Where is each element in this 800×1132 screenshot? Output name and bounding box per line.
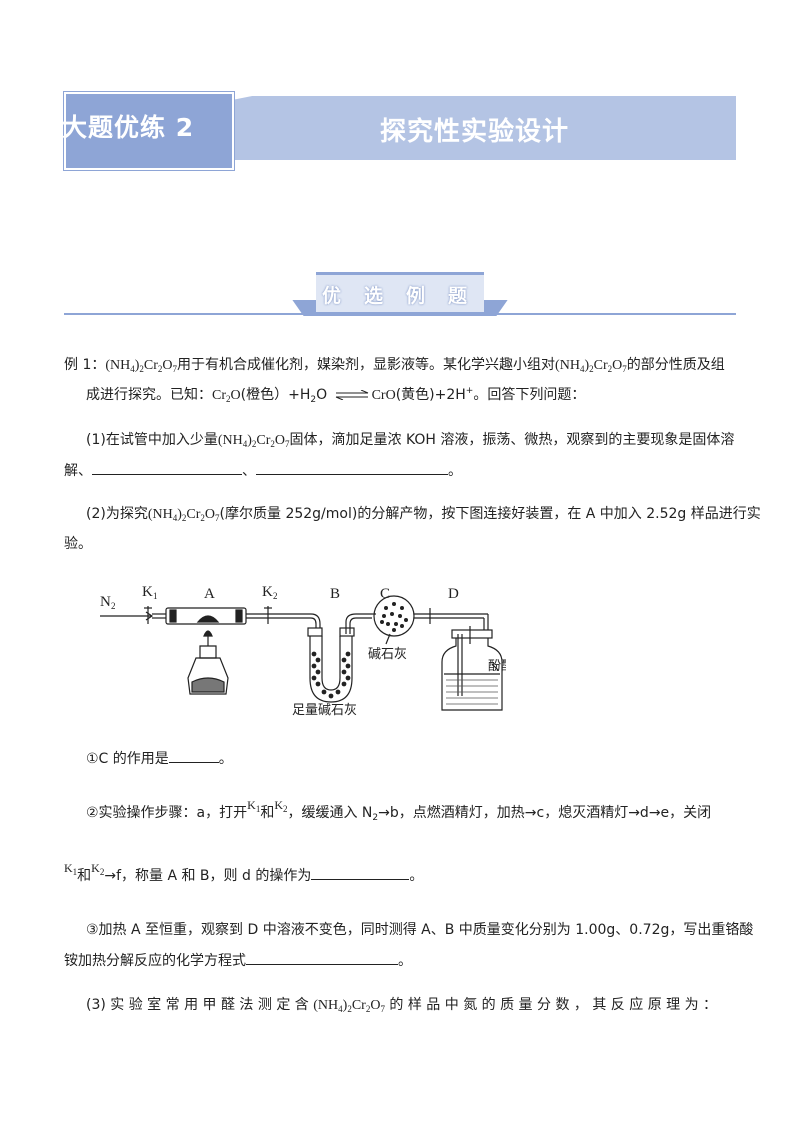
answer-blank-4[interactable] [311,865,410,880]
formula-k2: K2 [91,861,105,877]
label-soda-lime: 碱石灰 [368,647,407,662]
answer-blank-3[interactable] [168,748,219,763]
formula-k1: K1 [64,861,78,877]
section-label-box [316,272,484,312]
sub-question-3-line1: ③加热 A 至恒重，观察到 D 中溶液不变色，同时测得 A、B 中质量变化分别为… [86,922,754,938]
sub-question-3-line2: 铵加热分解反应的化学方程式。 [64,950,412,971]
svg-text:2: 2 [111,601,116,611]
example-prefix: 例 1： [64,357,106,373]
svg-text:1: 1 [153,591,158,601]
header-right-title: 探究性实验设计 [380,117,570,147]
header-banner-left [64,92,234,170]
answer-blank-1[interactable] [92,460,242,475]
section-label: 优选例题 [322,285,491,307]
formula-k1: K1 [247,798,261,814]
equilibrium-arrow-icon [335,389,368,401]
formula-chromate: CrO [371,388,396,403]
label-b: B [330,586,340,602]
formula-dichromate: Cr2O [212,388,241,404]
formula-ammonium-dichromate: (NH4)2Cr2O7 [217,433,290,449]
apparatus-diagram: N 2 K 1 A K 2 B C D 碱石灰 酚酞 足量碱石灰 [100,584,506,718]
example-intro-line2: 成进行探究。已知：Cr2O(橙色）+H2O CrO(黄色)+2H+。回答下列问题… [86,386,586,405]
question-2-line1: (2)为探究(NH4)2Cr2O7(摩尔质量 252g/mol)的分解产物，按下… [86,506,761,523]
label-a: A [204,586,215,602]
label-excess-soda-lime: 足量碱石灰 [292,703,357,718]
question-1-line1: (1)在试管中加入少量(NH4)2Cr2O7固体，滴加足量浓 KOH 溶液，振荡… [86,432,735,449]
label-k2: K [262,584,273,600]
formula-ammonium-dichromate: (NH4)2Cr2O7 [105,358,178,374]
label-k1: K [142,584,153,600]
header-banner-right [232,100,736,160]
answer-blank-2[interactable] [256,460,448,475]
question-3-line1: (3) 实 验 室 常 用 甲 醛 法 测 定 含 (NH4)2Cr2O7 的 … [86,997,718,1014]
question-2-line2: 验。 [64,536,92,552]
label-n2: N [100,594,111,610]
example-intro-line1: 例 1：(NH4)2Cr2O7用于有机合成催化剂，媒染剂，显影液等。某化学兴趣小… [64,357,725,374]
question-1-line2: 解、、。 [64,460,462,481]
label-d: D [448,586,459,602]
formula-k2: K2 [274,798,288,814]
sub-question-2-line1: ②实验操作步骤：a，打开K1和K2，缓缓通入 N2→b，点燃酒精灯，加热→c，熄… [86,798,712,823]
answer-blank-5[interactable] [246,950,398,965]
label-phenolphthalein: 酚酞 [488,659,506,674]
sub-question-2-line2: K1和K2→f，称量 A 和 B，则 d 的操作为。 [64,861,424,884]
sub-question-1: ①C 的作用是。 [86,748,233,769]
formula-ammonium-dichromate: (NH4)2Cr2O7 [147,507,220,523]
svg-text:2: 2 [273,591,278,601]
formula-ammonium-dichromate: (NH4)2Cr2O7 [313,998,385,1014]
header-left-title: 大题优练 2 [62,113,195,142]
label-c: C [380,586,390,602]
formula-ammonium-dichromate: (NH4)2Cr2O7 [555,358,627,374]
